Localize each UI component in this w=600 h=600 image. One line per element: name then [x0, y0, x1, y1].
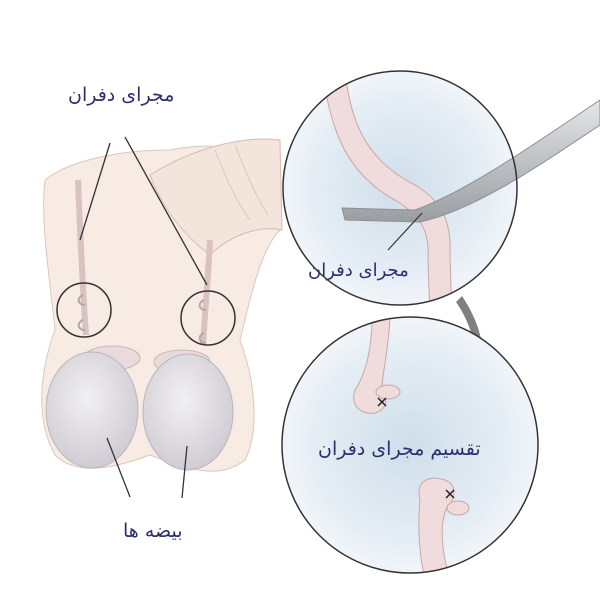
label-vas-deferens-zoom: مجرای دفران [308, 260, 409, 281]
pointer-line [124, 136, 208, 286]
zoom-circle-division [281, 316, 539, 574]
right-testicle [142, 353, 234, 471]
forceps [341, 99, 600, 223]
pointer-line [79, 142, 111, 241]
label-testicles: بیضه ها [123, 520, 183, 542]
label-vas-deferens-anatomy: مجرای دفران [68, 84, 175, 106]
label-division-of-vas-deferens: تقسیم مجرای دفران [318, 438, 481, 460]
zoom-circle-isolation [282, 70, 600, 306]
pointer-line [181, 445, 188, 499]
left-focus-circle [56, 282, 112, 338]
left-testicle [45, 351, 139, 469]
right-focus-circle [180, 290, 236, 346]
pointer-line [387, 212, 423, 251]
anatomy-illustration [41, 136, 283, 499]
pointer-line [106, 437, 131, 498]
